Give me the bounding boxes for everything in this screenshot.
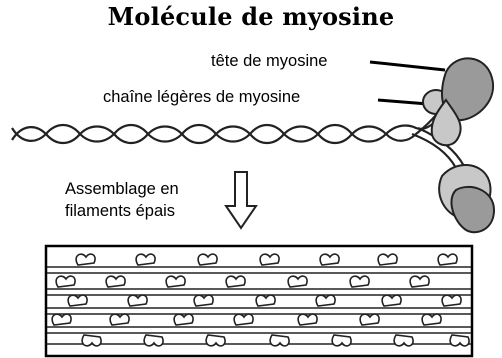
- thick-filament-box: [46, 246, 472, 356]
- myosin-head-lower: [439, 165, 494, 232]
- assembly-arrow-icon: [226, 172, 256, 228]
- leader-line-head: [370, 62, 445, 70]
- leader-line-light: [378, 100, 428, 104]
- myosin-head-upper: [423, 58, 493, 145]
